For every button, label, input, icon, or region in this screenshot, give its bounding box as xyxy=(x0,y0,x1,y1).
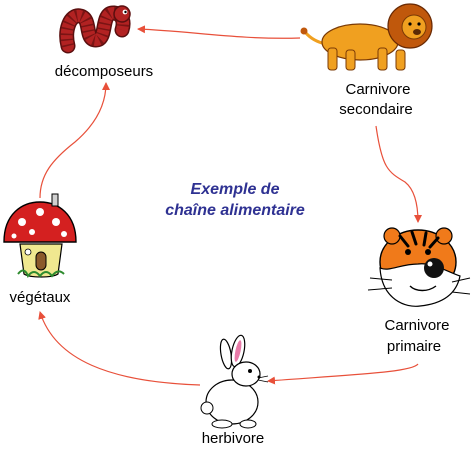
label-carnivore-secondaire-line1: Carnivore xyxy=(345,81,410,98)
arrow-lion-to-worm xyxy=(137,25,301,39)
label-herbivore: herbivore xyxy=(202,430,265,447)
tiger-icon xyxy=(367,227,471,307)
label-decomposeurs: décomposeurs xyxy=(55,63,153,80)
lion-icon xyxy=(300,3,433,71)
label-carnivore-primaire-line2: primaire xyxy=(387,338,441,355)
diagram-title: Exemple de chaîne alimentaire xyxy=(165,181,305,219)
worm-icon xyxy=(59,5,131,54)
rabbit-icon xyxy=(200,334,269,429)
arrow-lion-to-tiger xyxy=(375,125,422,223)
arrows xyxy=(38,25,422,386)
arrow-tiger-to-rabbit xyxy=(267,363,419,385)
arrow-mushroom-to-worm xyxy=(39,82,110,199)
title-line-1: Exemple de xyxy=(191,181,280,198)
mushroom-icon xyxy=(3,193,77,279)
title-line-2: chaîne alimentaire xyxy=(165,202,305,219)
label-vegetaux: végétaux xyxy=(10,289,71,306)
arrow-rabbit-to-vegetaux xyxy=(38,311,201,386)
label-carnivore-secondaire-line2: secondaire xyxy=(339,101,412,118)
label-carnivore-primaire-line1: Carnivore xyxy=(384,317,449,334)
